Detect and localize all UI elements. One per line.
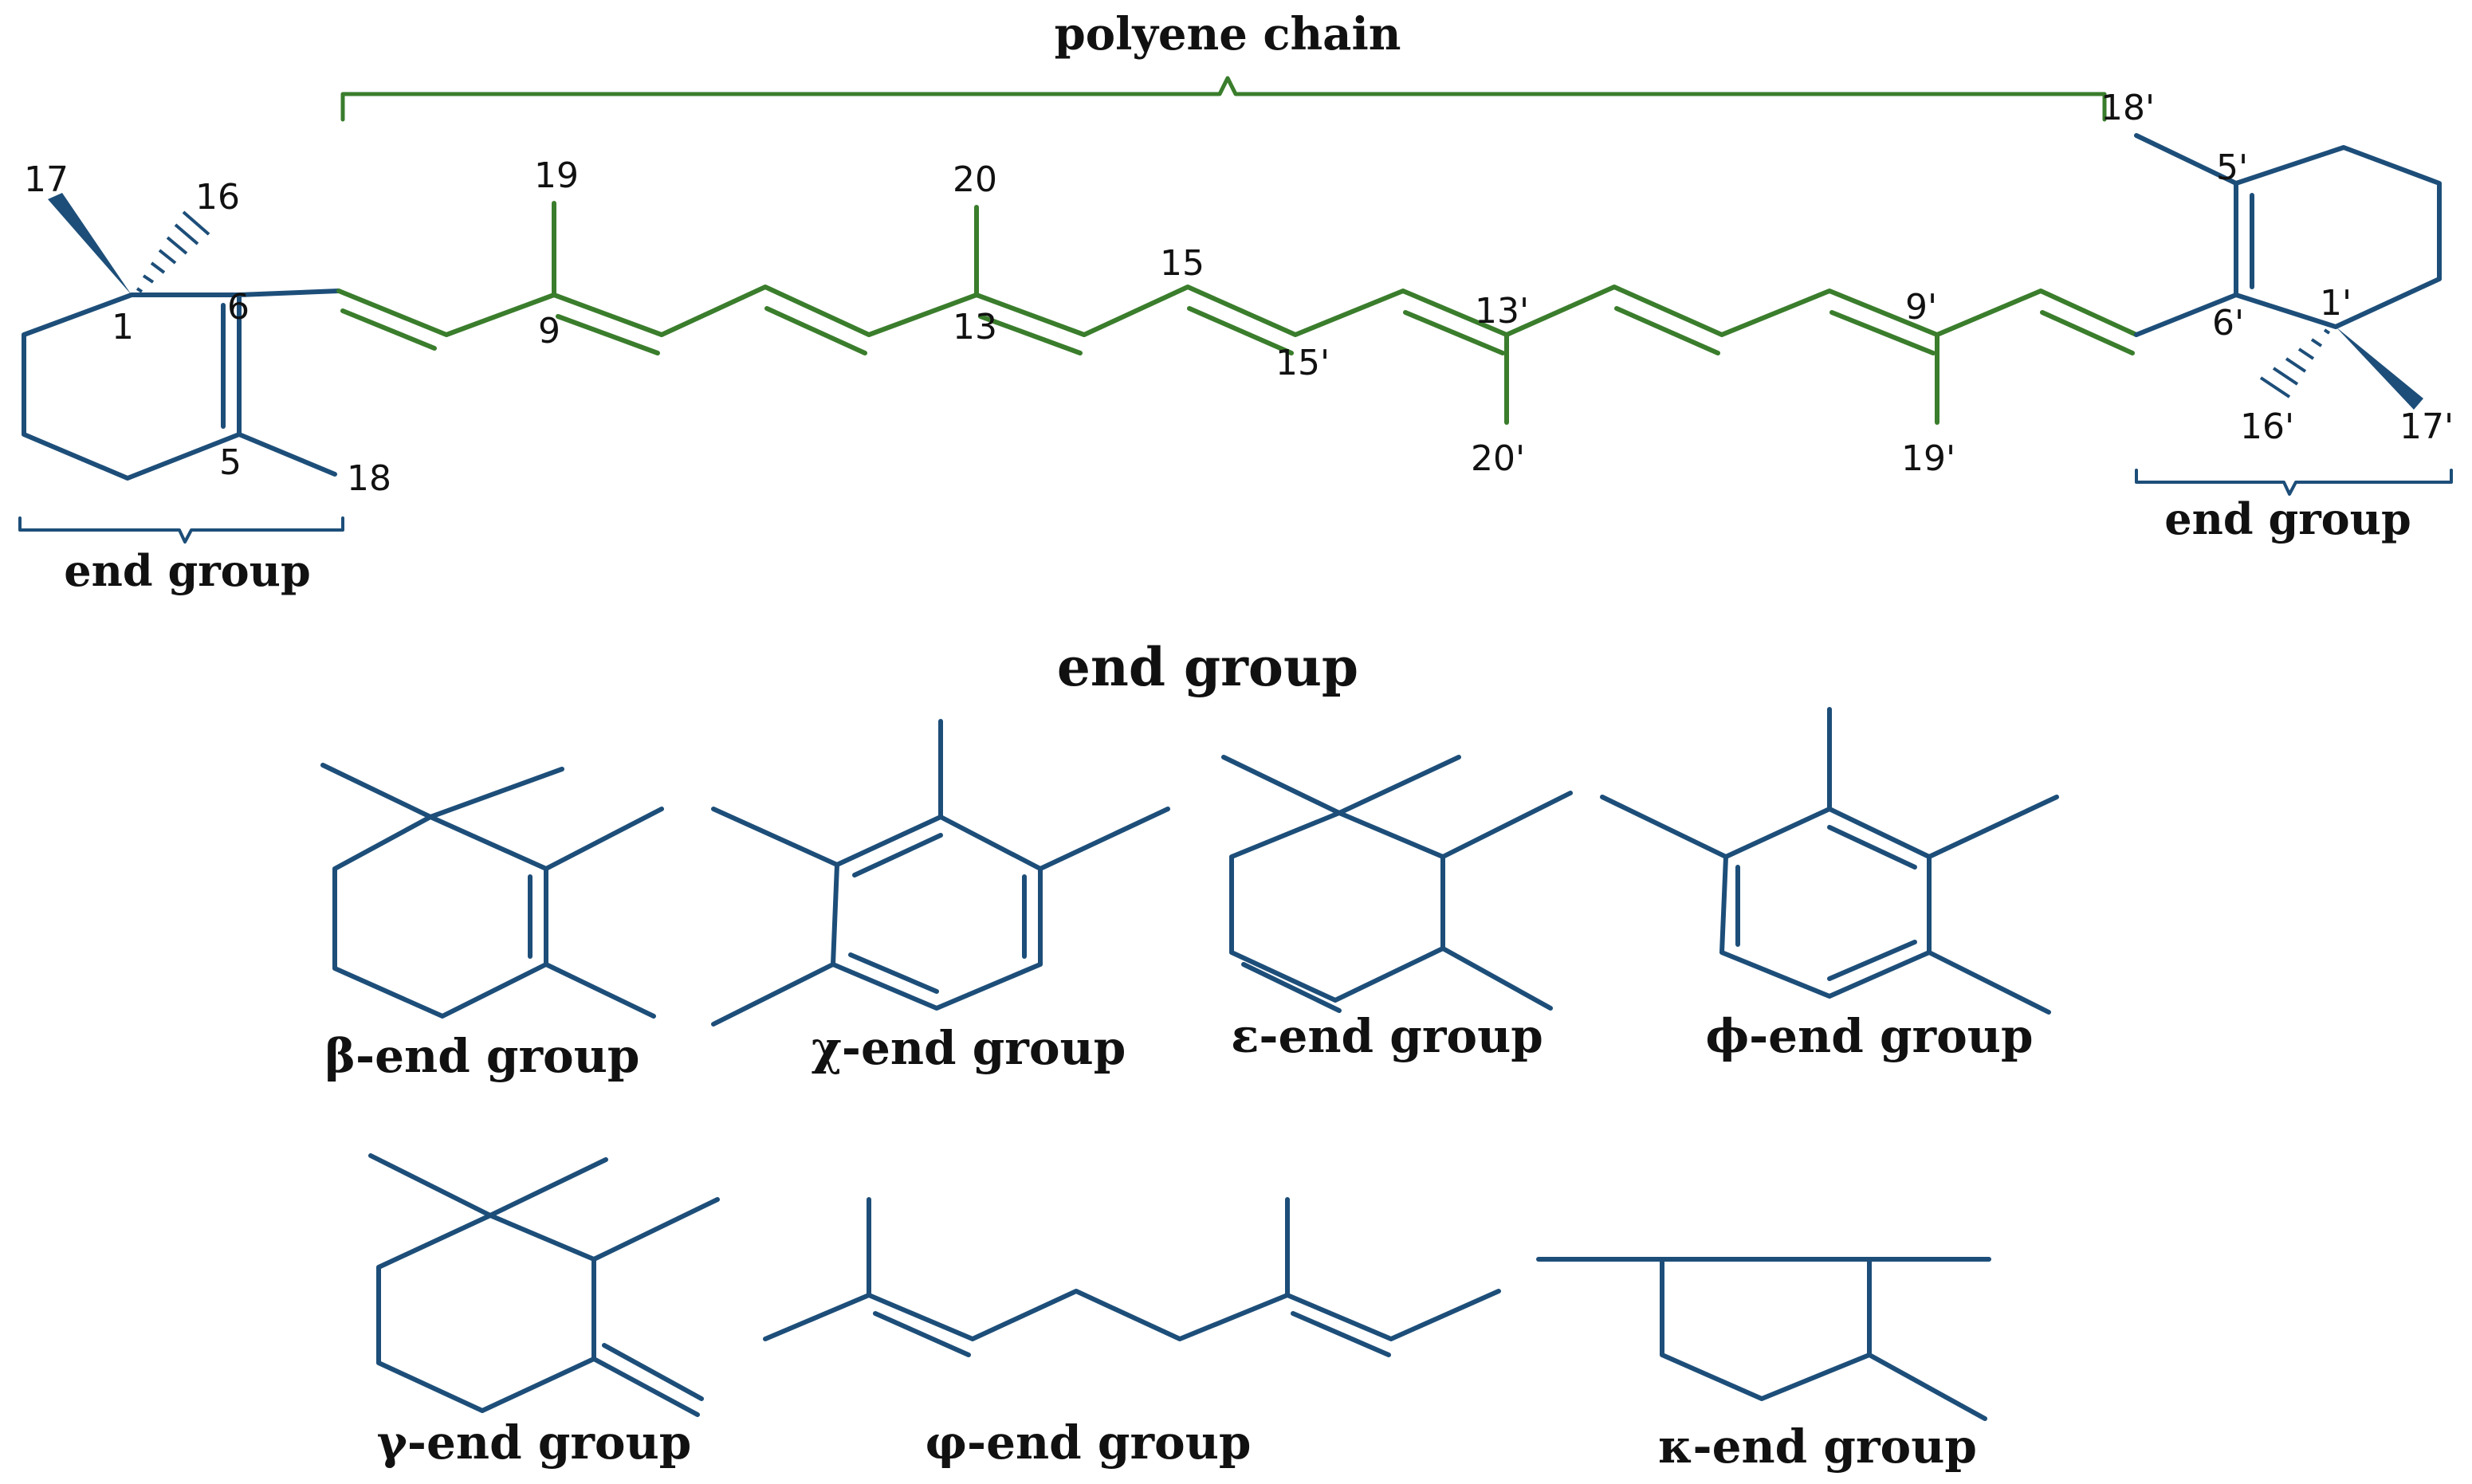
epsilon-end-group-label: ε-end group (1231, 1009, 1543, 1063)
wedge-bond (48, 193, 132, 295)
chi-end-group-label: χ-end group (812, 1021, 1126, 1075)
end-group-section-title: end group (1057, 636, 1358, 698)
left-end-group-label: end group (64, 545, 310, 596)
atom-label-6: 6 (227, 287, 250, 328)
gamma-end-group-label: γ-end group (377, 1415, 692, 1470)
atom-label-18-prime: 18' (2101, 88, 2155, 128)
atom-label-20-prime: 20' (1471, 438, 1525, 479)
atom-label-19: 19 (534, 155, 579, 196)
varphi-end-group-structure (763, 1197, 1501, 1357)
right-end-group-label: end group (2164, 493, 2411, 544)
hash-bond (2259, 328, 2331, 398)
atom-label-16-prime: 16' (2240, 406, 2294, 447)
atom-label-17-prime: 17' (2399, 406, 2454, 447)
polyene-chain-title: polyene chain (1055, 8, 1401, 61)
kappa-end-group-label: κ-end group (1658, 1419, 1977, 1474)
atom-label-18: 18 (347, 458, 391, 499)
atom-label-5: 5 (219, 442, 242, 483)
atom-label-13-prime: 13' (1475, 291, 1529, 332)
polyene-chain-structure (336, 201, 2139, 425)
kappa-end-group-structure (1536, 1257, 1991, 1421)
atom-label-1-prime: 1' (2320, 283, 2352, 324)
atom-label-15: 15 (1160, 243, 1205, 284)
atom-label-19-prime: 19' (1901, 438, 1955, 479)
wedge-bond (2336, 327, 2423, 410)
atom-label-5-prime: 5' (2216, 147, 2248, 188)
phi-end-group-label: ϕ-end group (1705, 1009, 2033, 1063)
right-end-group-brace (2135, 469, 2453, 496)
atom-label-17: 17 (24, 159, 69, 200)
varphi-end-group-label: φ-end group (926, 1415, 1252, 1470)
atom-label-15-prime: 15' (1275, 343, 1330, 383)
hash-bond (136, 210, 210, 293)
atom-label-9: 9 (538, 311, 560, 351)
beta-end-group-structure (320, 763, 664, 1019)
atom-labels: 17 16 1 6 5 18 19 9 20 13 15 15' 13' 20'… (24, 88, 2454, 499)
atom-label-1: 1 (112, 307, 134, 347)
right-end-group-structure (2134, 133, 2442, 410)
phi-end-group-structure (1600, 707, 2059, 1015)
epsilon-end-group-structure (1221, 755, 1573, 1013)
gamma-end-group-structure (368, 1153, 720, 1417)
atom-label-20: 20 (953, 159, 997, 200)
beta-end-group-label: β-end group (325, 1029, 640, 1083)
left-end-group-structure (22, 193, 341, 481)
atom-label-16: 16 (195, 177, 240, 218)
atom-label-13: 13 (953, 307, 997, 347)
polyene-chain-brace (340, 76, 2107, 122)
chi-end-group-structure (711, 719, 1170, 1027)
atom-label-9-prime: 9' (1905, 287, 1937, 328)
left-end-group-brace (18, 516, 344, 544)
atom-label-6-prime: 6' (2212, 303, 2244, 344)
